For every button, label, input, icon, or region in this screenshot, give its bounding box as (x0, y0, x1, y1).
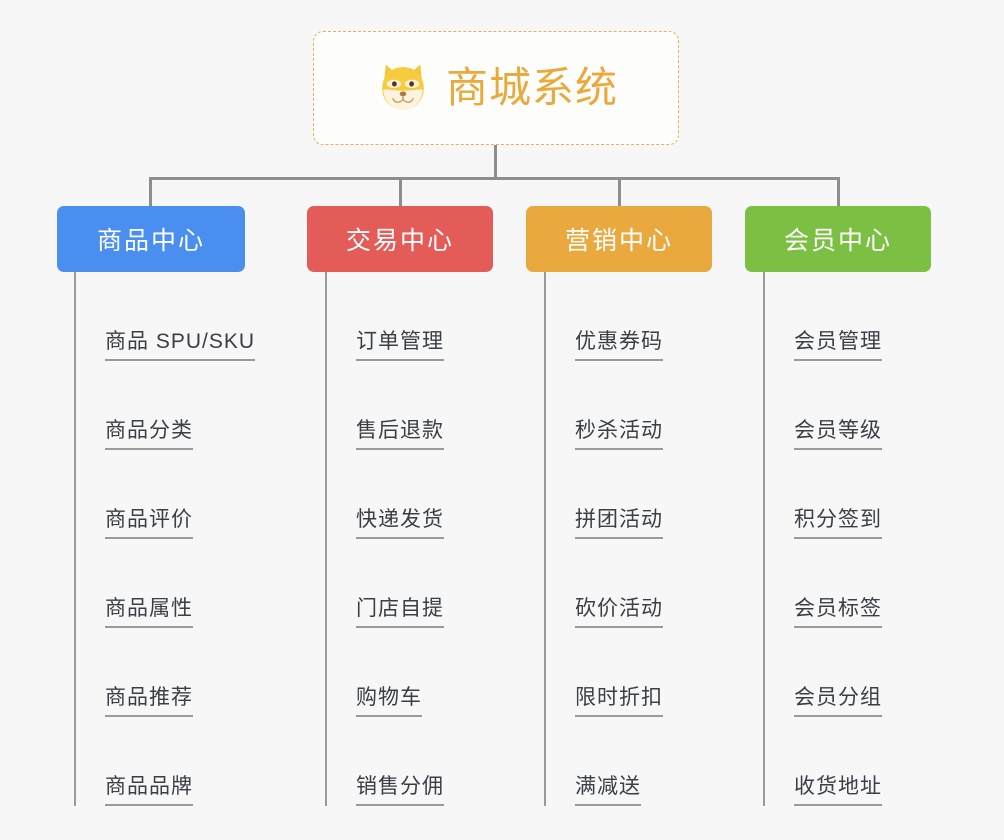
leaf-item[interactable]: 积分签到 (763, 450, 882, 539)
leaf-spine (763, 272, 765, 806)
leaf-item[interactable]: 售后退款 (325, 361, 444, 450)
leaf-label: 砍价活动 (575, 598, 663, 628)
leaf-label: 购物车 (356, 687, 422, 717)
connector-drop-营销中心 (618, 177, 621, 207)
leaf-label: 商品分类 (105, 420, 193, 450)
leaf-item[interactable]: 会员管理 (763, 272, 882, 361)
leaf-column-营销中心: 优惠券码 秒杀活动 拼团活动 砍价活动 限时折扣 满减送 (544, 272, 663, 806)
leaf-item[interactable]: 收货地址 (763, 717, 882, 806)
leaf-label: 会员管理 (794, 331, 882, 361)
root-title: 商城系统 (445, 64, 618, 111)
leaf-item[interactable]: 商品推荐 (74, 628, 255, 717)
leaf-label: 商品 SPU/SKU (105, 331, 256, 361)
leaf-label: 积分签到 (794, 509, 882, 539)
leaf-item[interactable]: 商品属性 (74, 539, 255, 628)
root-node[interactable]: 商城系统 (313, 31, 679, 145)
leaf-spine (74, 272, 76, 806)
leaf-column-商品中心: 商品 SPU/SKU 商品分类 商品评价 商品属性 商品推荐 商品品牌 (74, 272, 256, 806)
leaf-item[interactable]: 会员分组 (763, 628, 882, 717)
leaf-label: 门店自提 (356, 598, 444, 628)
leaf-label: 会员分组 (794, 687, 882, 717)
leaf-item[interactable]: 商品分类 (74, 361, 255, 450)
leaf-item[interactable]: 购物车 (325, 628, 444, 717)
leaf-item[interactable]: 门店自提 (325, 539, 444, 628)
leaf-item[interactable]: 拼团活动 (544, 450, 663, 539)
leaf-label: 销售分佣 (356, 776, 444, 806)
category-box-交易中心[interactable]: 交易中心 (307, 206, 493, 272)
leaf-item[interactable]: 快递发货 (325, 450, 444, 539)
leaf-item[interactable]: 优惠券码 (544, 272, 663, 361)
leaf-label: 商品评价 (105, 509, 193, 539)
leaf-spine (544, 272, 546, 806)
leaf-item[interactable]: 商品 SPU/SKU (74, 272, 256, 361)
leaf-label: 收货地址 (794, 776, 882, 806)
leaf-item[interactable]: 销售分佣 (325, 717, 444, 806)
connector-drop-会员中心 (837, 177, 840, 207)
leaf-label: 商品品牌 (105, 776, 193, 806)
leaf-item[interactable]: 订单管理 (325, 272, 444, 361)
category-label: 交易中心 (345, 227, 454, 255)
leaf-item[interactable]: 砍价活动 (544, 539, 663, 628)
leaf-label: 订单管理 (356, 331, 444, 361)
leaf-column-交易中心: 订单管理 售后退款 快递发货 门店自提 购物车 销售分佣 (325, 272, 444, 806)
leaf-label: 商品属性 (105, 598, 193, 628)
connector-horizontal-bar (150, 177, 839, 180)
leaf-label: 满减送 (575, 776, 641, 806)
shiba-dog-face-icon (382, 64, 424, 110)
leaf-item[interactable]: 商品评价 (74, 450, 255, 539)
leaf-label: 商品推荐 (105, 687, 193, 717)
connector-drop-商品中心 (149, 177, 152, 207)
category-box-商品中心[interactable]: 商品中心 (57, 206, 245, 272)
connector-root-stem (494, 145, 497, 179)
connector-drop-交易中心 (399, 177, 402, 207)
leaf-item[interactable]: 商品品牌 (74, 717, 255, 806)
category-label: 营销中心 (564, 227, 673, 255)
leaf-item[interactable]: 会员标签 (763, 539, 882, 628)
leaf-item[interactable]: 会员等级 (763, 361, 882, 450)
leaf-item[interactable]: 满减送 (544, 717, 663, 806)
leaf-label: 售后退款 (356, 420, 444, 450)
leaf-spine (325, 272, 327, 806)
leaf-item[interactable]: 限时折扣 (544, 628, 663, 717)
leaf-label: 拼团活动 (575, 509, 663, 539)
leaf-label: 优惠券码 (575, 331, 663, 361)
category-box-营销中心[interactable]: 营销中心 (526, 206, 712, 272)
leaf-label: 秒杀活动 (575, 420, 663, 450)
category-box-会员中心[interactable]: 会员中心 (745, 206, 931, 272)
leaf-label: 限时折扣 (575, 687, 663, 717)
leaf-label: 快递发货 (356, 509, 444, 539)
leaf-label: 会员标签 (794, 598, 882, 628)
leaf-label: 会员等级 (794, 420, 882, 450)
category-label: 商品中心 (96, 227, 205, 255)
leaf-item[interactable]: 秒杀活动 (544, 361, 663, 450)
leaf-column-会员中心: 会员管理 会员等级 积分签到 会员标签 会员分组 收货地址 (763, 272, 882, 806)
category-label: 会员中心 (783, 227, 892, 255)
